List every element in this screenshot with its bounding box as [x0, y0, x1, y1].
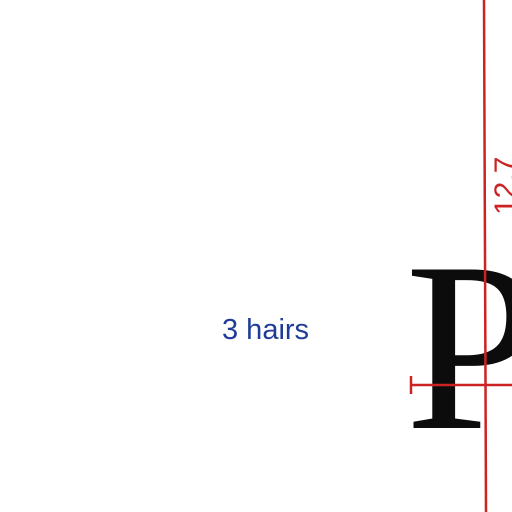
- hairs-annotation: 3 hairs: [222, 314, 309, 346]
- measurement-label: 12.7: [489, 157, 512, 215]
- specimen-glyph: P: [405, 213, 512, 481]
- vertical-guide-line: [482, 0, 488, 512]
